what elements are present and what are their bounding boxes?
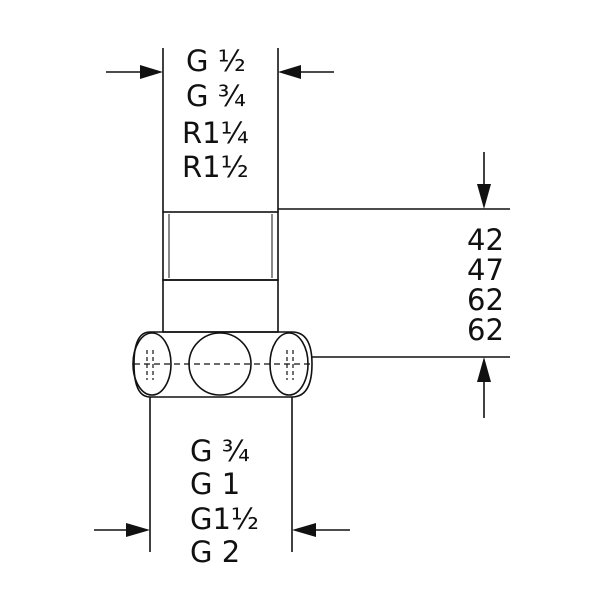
top-left-arrow: [140, 65, 163, 79]
bottom-thread-label-2: G 1: [190, 467, 241, 501]
height-bottom-arrow: [477, 357, 491, 382]
top-thread-label-4: R1½: [182, 150, 249, 184]
height-label-3: 62: [467, 283, 504, 317]
top-thread-label-2: G ¾: [186, 79, 246, 113]
threaded-section: [162, 211, 279, 281]
body-neck: [162, 279, 279, 333]
bottom-thread-label-4: G 2: [190, 535, 241, 569]
top-right-arrow: [278, 65, 301, 79]
top-thread-label-1: G ½: [186, 44, 246, 78]
height-label-1: 42: [467, 223, 504, 257]
top-thread-label-3: R1¼: [182, 116, 249, 150]
height-label-4: 62: [467, 313, 504, 347]
bottom-right-arrow: [292, 523, 316, 537]
height-top-arrow: [477, 184, 491, 209]
height-label-2: 47: [467, 253, 504, 287]
bottom-left-arrow: [126, 523, 150, 537]
bottom-thread-label-1: G ¾: [190, 434, 250, 468]
bottom-thread-label-3: G1½: [190, 502, 260, 536]
left-port-end: [132, 332, 172, 396]
